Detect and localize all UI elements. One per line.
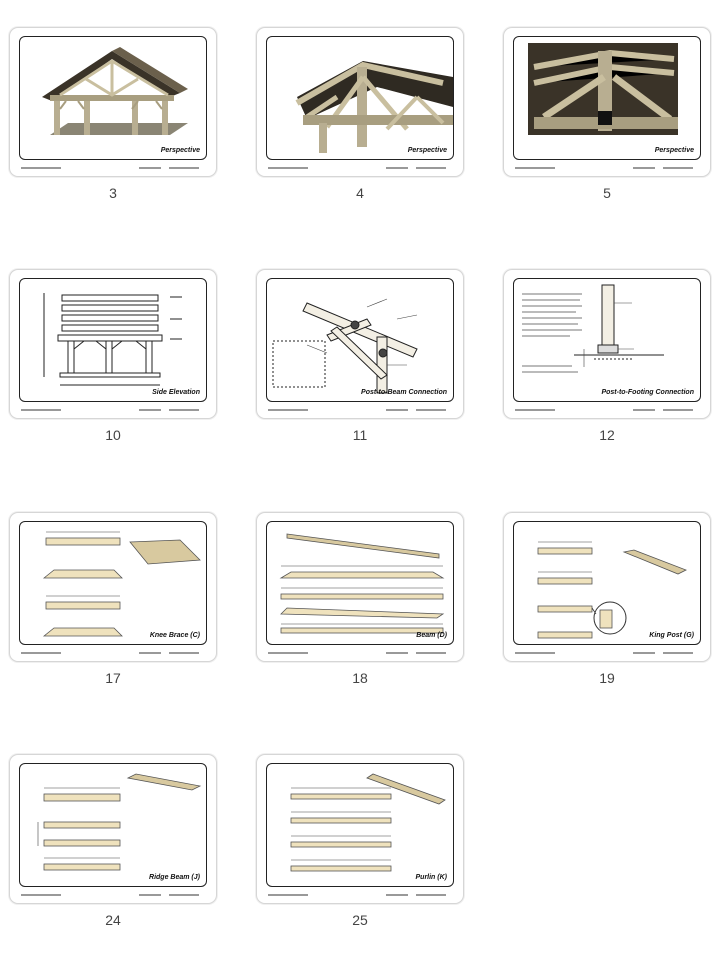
- page-thumbnail[interactable]: Ridge Beam (J) 24: [9, 754, 217, 928]
- page-number: 17: [105, 670, 121, 686]
- king-post-cut-list-drawing: [537, 541, 687, 639]
- page-thumbnail[interactable]: Perspective 3: [9, 27, 217, 201]
- sheet-title: Knee Brace (C): [149, 632, 200, 639]
- page-thumbnail[interactable]: Side Elevation 10: [9, 269, 217, 443]
- drawing-frame: Side Elevation: [19, 278, 207, 402]
- page-card[interactable]: Post-to-Beam Connection: [256, 269, 464, 419]
- sheet-title: Post-to-Beam Connection: [361, 389, 447, 396]
- side-elevation-drawing: [43, 293, 182, 386]
- page-card[interactable]: Side Elevation: [9, 269, 217, 419]
- drawing-frame: Beam (D): [266, 521, 454, 645]
- page-number: 19: [599, 670, 615, 686]
- page-number: 3: [109, 185, 117, 201]
- sheet-title: Ridge Beam (J): [149, 874, 200, 881]
- page-number: 10: [105, 427, 121, 443]
- sheet-footer: [266, 894, 454, 900]
- page-thumbnail[interactable]: Knee Brace (C) 17: [9, 512, 217, 686]
- roof-truss-perspective-drawing: [295, 61, 453, 153]
- sheet-footer: [513, 652, 701, 658]
- sheet-footer: [19, 894, 207, 900]
- page-number: 4: [356, 185, 364, 201]
- page-card[interactable]: Perspective: [9, 27, 217, 177]
- page-card[interactable]: Knee Brace (C): [9, 512, 217, 662]
- page-number: 25: [352, 912, 368, 928]
- page-thumbnail[interactable]: Perspective 5: [503, 27, 711, 201]
- page-thumbnail[interactable]: Beam (D) 18: [256, 512, 464, 686]
- sheet-footer: [19, 167, 207, 173]
- drawing-frame: Ridge Beam (J): [19, 763, 207, 887]
- page-thumbnail[interactable]: Perspective 4: [256, 27, 464, 201]
- drawing-frame: Perspective: [19, 36, 207, 160]
- sheet-title: Side Elevation: [152, 389, 200, 396]
- sheet-footer: [19, 409, 207, 415]
- sheet-title: King Post (G): [649, 632, 694, 639]
- page-thumbnail[interactable]: King Post (G) 19: [503, 512, 711, 686]
- drawing-frame: Perspective: [513, 36, 701, 160]
- post-to-beam-connection-drawing: [272, 298, 418, 394]
- purlin-cut-list-drawing: [290, 773, 446, 872]
- sheet-footer: [513, 409, 701, 415]
- page-card[interactable]: King Post (G): [503, 512, 711, 662]
- page-number: 18: [352, 670, 368, 686]
- truss-detail-perspective-drawing: [528, 43, 678, 135]
- drawing-frame: Knee Brace (C): [19, 521, 207, 645]
- sheet-title: Perspective: [160, 147, 200, 154]
- page-number: 11: [352, 427, 368, 443]
- post-to-footing-connection-drawing: [522, 284, 664, 373]
- page-thumbnail[interactable]: Post-to-Footing Connection 12: [503, 269, 711, 443]
- page-card[interactable]: Post-to-Footing Connection: [503, 269, 711, 419]
- drawing-frame: Post-to-Beam Connection: [266, 278, 454, 402]
- page-card[interactable]: Beam (D): [256, 512, 464, 662]
- sheet-footer: [266, 652, 454, 658]
- page-card[interactable]: Perspective: [256, 27, 464, 177]
- page-card[interactable]: Ridge Beam (J): [9, 754, 217, 904]
- sheet-footer: [266, 167, 454, 173]
- sheet-footer: [266, 409, 454, 415]
- page-number: 24: [105, 912, 121, 928]
- sheet-title: Purlin (K): [415, 874, 448, 881]
- knee-brace-cut-list-drawing: [42, 531, 201, 637]
- ridge-beam-cut-list-drawing: [37, 773, 202, 871]
- drawing-frame: Purlin (K): [266, 763, 454, 887]
- sheet-footer: [19, 652, 207, 658]
- drawing-frame: Post-to-Footing Connection: [513, 278, 701, 402]
- page-card[interactable]: Perspective: [503, 27, 711, 177]
- page-number: 5: [603, 185, 611, 201]
- page-number: 12: [599, 427, 615, 443]
- sheet-title: Perspective: [654, 147, 694, 154]
- page-card[interactable]: Purlin (K): [256, 754, 464, 904]
- page-thumbnail[interactable]: Purlin (K) 25: [256, 754, 464, 928]
- beam-cut-list-drawing: [279, 533, 445, 634]
- drawing-frame: King Post (G): [513, 521, 701, 645]
- sheet-title: Perspective: [407, 147, 447, 154]
- sheet-title: Post-to-Footing Connection: [601, 389, 694, 396]
- drawing-frame: Perspective: [266, 36, 454, 160]
- sheet-title: Beam (D): [416, 632, 447, 639]
- sheet-footer: [513, 167, 701, 173]
- pavilion-perspective-drawing: [42, 47, 188, 135]
- page-thumbnail[interactable]: Post-to-Beam Connection 11: [256, 269, 464, 443]
